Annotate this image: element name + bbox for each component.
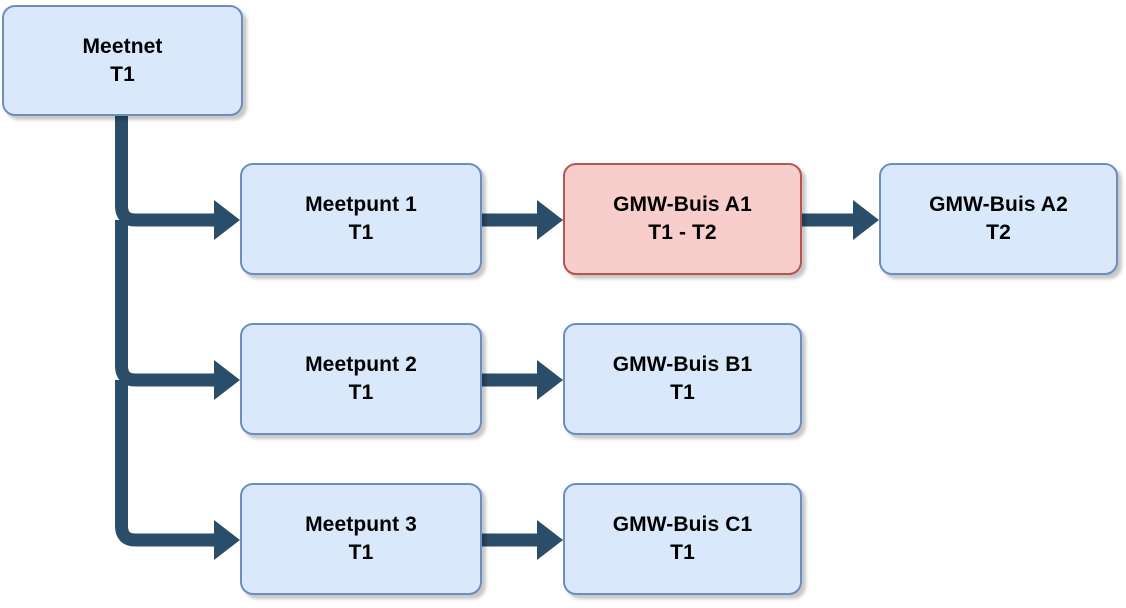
node-label-primary: GMW-Buis B1 <box>612 353 753 377</box>
edge-mp3-to-c1 <box>482 520 563 560</box>
node-label-primary: Meetpunt 3 <box>305 513 417 537</box>
node-label-primary: Meetnet <box>82 34 163 58</box>
edge-mp1-to-a1 <box>482 200 563 240</box>
arrowhead-icon <box>537 360 563 400</box>
node-gmw-c1[interactable]: GMW-Buis C1 T1 <box>563 483 802 595</box>
node-label-secondary: T2 <box>986 221 1011 244</box>
edge-meetnet-to-mp3 <box>115 380 240 560</box>
node-label-secondary: T1 <box>670 541 695 564</box>
arrowhead-icon <box>537 200 563 240</box>
arrowhead-icon <box>214 200 240 240</box>
edge-line <box>115 380 222 547</box>
arrowhead-icon <box>214 520 240 560</box>
node-label-primary: Meetpunt 1 <box>305 193 417 217</box>
arrowhead-icon <box>214 360 240 400</box>
node-gmw-a2[interactable]: GMW-Buis A2 T2 <box>879 163 1118 275</box>
edge-mp2-to-b1 <box>482 360 563 400</box>
node-label-secondary: T1 <box>348 381 374 404</box>
node-label-secondary: T1 <box>348 541 374 564</box>
edge-a1-to-a2 <box>802 200 879 240</box>
node-mp2[interactable]: Meetpunt 2 T1 <box>240 323 482 435</box>
node-label-secondary: T1 <box>348 221 374 244</box>
edge-line <box>115 220 222 387</box>
node-label-primary: GMW-Buis A1 <box>613 193 752 217</box>
node-label-secondary: T1 - T2 <box>648 221 717 244</box>
arrowhead-icon <box>853 200 879 240</box>
node-label-secondary: T1 <box>670 381 695 404</box>
node-label-primary: GMW-Buis A2 <box>929 193 1068 217</box>
node-gmw-a1[interactable]: GMW-Buis A1 T1 - T2 <box>563 163 802 275</box>
edge-meetnet-to-mp2 <box>115 220 240 400</box>
arrowhead-icon <box>537 520 563 560</box>
node-label-secondary: T1 <box>110 62 135 86</box>
node-gmw-b1[interactable]: GMW-Buis B1 T1 <box>563 323 802 435</box>
edge-meetnet-to-mp1 <box>115 116 240 240</box>
edge-line <box>115 116 222 227</box>
node-label-primary: GMW-Buis C1 <box>612 513 753 537</box>
node-label-primary: Meetpunt 2 <box>305 353 417 377</box>
node-mp1[interactable]: Meetpunt 1 T1 <box>240 163 482 275</box>
node-mp3[interactable]: Meetpunt 3 T1 <box>240 483 482 595</box>
